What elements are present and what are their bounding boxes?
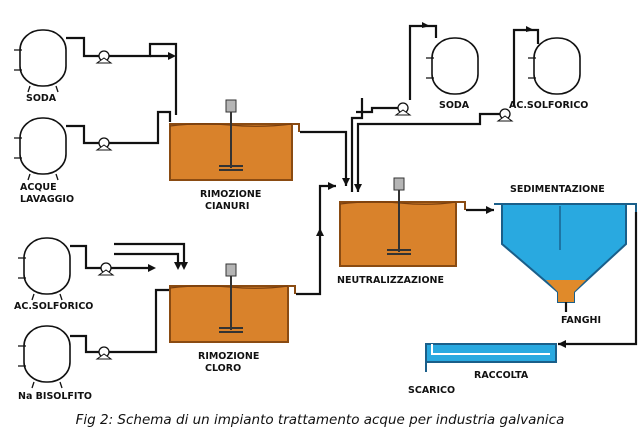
pipes-right bbox=[354, 22, 540, 214]
pipes-outflow bbox=[558, 212, 638, 348]
label-raccolta: RACCOLTA bbox=[474, 370, 529, 381]
sedimentation-tank bbox=[494, 203, 637, 303]
label-ac-solforico-left: AC.SOLFORICO bbox=[14, 301, 93, 312]
tank-na-bisolfito bbox=[18, 325, 71, 389]
label-sedimentazione: SEDIMENTAZIONE bbox=[510, 184, 605, 195]
label-rimozione-cloro-2: CLORO bbox=[205, 363, 241, 374]
label-rimozione-cloro-1: RIMOZIONE bbox=[198, 351, 259, 362]
tank-acque-lavaggio bbox=[14, 117, 67, 181]
tank-soda-left bbox=[14, 29, 67, 93]
reactor-rimozione-cianuri bbox=[169, 99, 300, 181]
label-neutralizzazione: NEUTRALIZZAZIONE bbox=[337, 275, 444, 286]
label-ac-solforico-right: AC.SOLFORICO bbox=[509, 100, 588, 111]
tank-soda-right bbox=[426, 37, 479, 95]
label-lavaggio: LAVAGGIO bbox=[20, 194, 74, 205]
reactor-neutralizzazione bbox=[339, 177, 466, 267]
reactor-fill bbox=[169, 285, 289, 343]
pipes-left bbox=[66, 36, 188, 354]
label-na-bisolfito: Na BISOLFITO bbox=[18, 391, 92, 402]
label-rimozione-cianuri-2: CIANURI bbox=[205, 201, 249, 212]
label-rimozione-cianuri-1: RIMOZIONE bbox=[200, 189, 261, 200]
pump-na-bisolfito bbox=[95, 346, 113, 360]
tank-ac-solforico-left bbox=[18, 237, 71, 301]
pump-ac-solforico-left bbox=[97, 262, 115, 276]
label-soda-right: SODA bbox=[439, 100, 470, 111]
figure-caption: Fig 2: Schema di un impianto trattamento… bbox=[75, 412, 565, 428]
label-scarico: SCARICO bbox=[408, 385, 455, 396]
pump-acque bbox=[95, 137, 113, 151]
reactor-rimozione-cloro bbox=[169, 263, 296, 343]
raccolta-basin bbox=[425, 343, 557, 372]
pump-soda-right bbox=[394, 102, 412, 116]
pipes-middle bbox=[296, 98, 364, 296]
pump-soda-left bbox=[95, 50, 113, 64]
tank-ac-solforico-right bbox=[528, 37, 581, 95]
label-acque: ACQUE bbox=[20, 182, 57, 193]
label-fanghi: FANGHI bbox=[561, 315, 601, 326]
label-soda-left: SODA bbox=[26, 93, 57, 104]
